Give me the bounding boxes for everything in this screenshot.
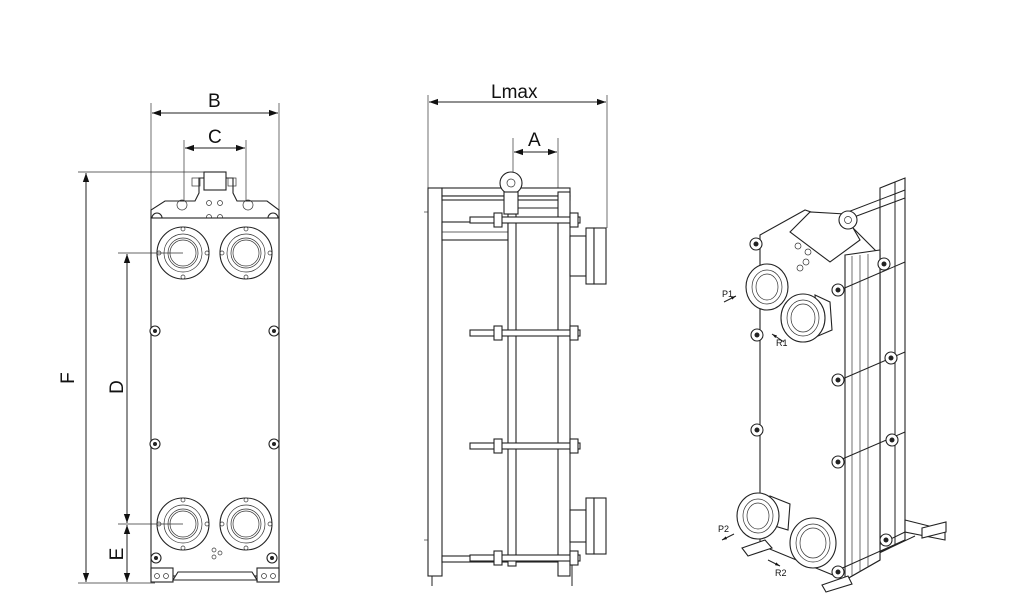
label-r2: R2 (775, 568, 787, 578)
side-nozzle-bottom (569, 497, 607, 555)
iso-nozzle-p1 (745, 263, 789, 311)
iso-rear-column (879, 177, 906, 553)
tightening-bolts (469, 212, 581, 566)
iso-view: P1 R1 P2 R2 (718, 177, 947, 593)
dim-d-label: D (107, 380, 128, 394)
port-bottom-right (219, 497, 273, 551)
hanger-roller (499, 171, 523, 195)
iso-nozzle-r1 (780, 293, 833, 343)
iso-nozzle-p2 (736, 492, 791, 540)
dim-c-label: C (208, 127, 222, 148)
label-r1: R1 (776, 338, 788, 348)
fixed-frame-plate (427, 187, 443, 577)
port-top-right (219, 226, 273, 280)
side-nozzle-top (569, 227, 607, 285)
dim-b-label: B (208, 91, 221, 112)
label-p2: P2 (718, 524, 729, 534)
dim-e-label: E (107, 548, 128, 561)
pressure-plate (507, 213, 517, 567)
dim-f-label: F (58, 372, 79, 384)
dim-a-label: A (528, 130, 541, 151)
front-bolts (149, 325, 280, 564)
iso-hanger-roller (838, 210, 858, 230)
label-p1: P1 (722, 289, 733, 299)
movable-frame-plate (557, 191, 571, 577)
dim-lmax-label: Lmax (491, 82, 538, 103)
iso-bolts (749, 237, 899, 579)
front-view: B C (58, 91, 280, 584)
side-view: Lmax A (424, 82, 608, 586)
iso-nozzle-r2 (789, 517, 837, 569)
